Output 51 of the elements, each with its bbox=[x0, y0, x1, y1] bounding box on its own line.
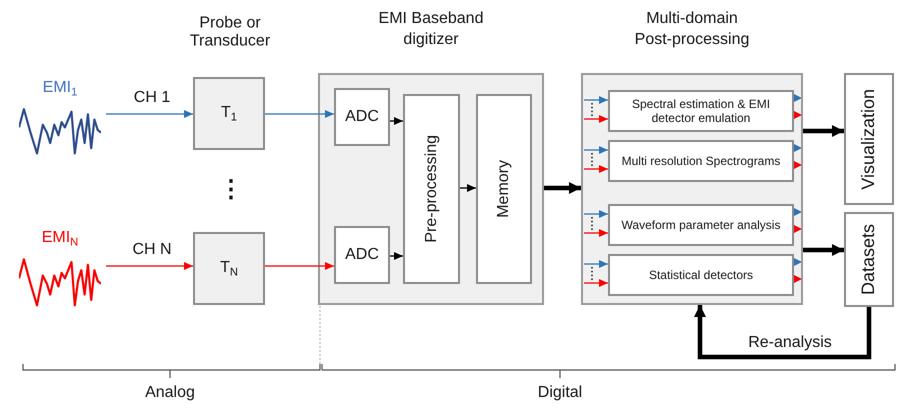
block-label: Pre-processing bbox=[422, 135, 441, 243]
arrow bbox=[584, 279, 608, 287]
arrow bbox=[265, 110, 334, 118]
process-box bbox=[844, 73, 894, 205]
process-box bbox=[334, 226, 390, 284]
section-heading: EMI Baseband digitizer bbox=[378, 9, 484, 50]
block-label: ADC bbox=[345, 245, 379, 265]
process-box bbox=[608, 254, 794, 296]
arrow bbox=[584, 210, 608, 218]
arrow bbox=[584, 115, 608, 123]
signal-label: EMI$_{1}$ bbox=[42, 78, 78, 100]
block-label: Datasets bbox=[858, 224, 880, 296]
arrow bbox=[803, 125, 844, 137]
arrow bbox=[584, 165, 608, 173]
process-box bbox=[608, 204, 794, 246]
signal-label: EMI$_{N}$ bbox=[42, 228, 78, 250]
block-label: Memory bbox=[494, 160, 514, 218]
process-box bbox=[608, 140, 794, 182]
process-box bbox=[844, 212, 894, 307]
arrow bbox=[390, 252, 403, 260]
section-heading: Multi-domain Post-processing bbox=[634, 9, 750, 50]
block-label: T$_{1}$ bbox=[220, 102, 237, 124]
arrow bbox=[460, 184, 476, 192]
region-label: Analog bbox=[145, 384, 195, 402]
arrow bbox=[803, 244, 844, 256]
arrow bbox=[106, 262, 193, 270]
arrow bbox=[265, 262, 334, 270]
block-label: Spectral estimation & EMI detector emulation bbox=[630, 96, 772, 126]
process-box bbox=[403, 94, 460, 284]
column-heading: Probe or Transducer bbox=[188, 14, 272, 50]
arrow bbox=[584, 229, 608, 237]
block-label: ADC bbox=[345, 107, 379, 127]
arrow bbox=[584, 96, 608, 104]
process-box bbox=[476, 94, 532, 284]
ellipsis-label: ⋮ bbox=[219, 176, 243, 204]
block-label: Multi resolution Spectrograms bbox=[622, 154, 780, 168]
arrow bbox=[584, 146, 608, 154]
region-label: Digital bbox=[538, 384, 582, 402]
block-label: Waveform parameter analysis bbox=[622, 218, 780, 232]
process-box bbox=[334, 88, 390, 146]
arrow bbox=[390, 117, 403, 125]
process-box bbox=[193, 232, 265, 305]
process-box bbox=[193, 77, 265, 150]
block-label: Statistical detectors bbox=[648, 268, 754, 282]
block-label: Visualization bbox=[858, 88, 880, 190]
block-label: T$_{N}$ bbox=[220, 258, 238, 280]
arrow bbox=[584, 260, 608, 268]
process-box bbox=[608, 90, 794, 132]
arrow bbox=[544, 182, 581, 194]
arrow bbox=[694, 305, 872, 360]
arrow bbox=[106, 110, 193, 118]
